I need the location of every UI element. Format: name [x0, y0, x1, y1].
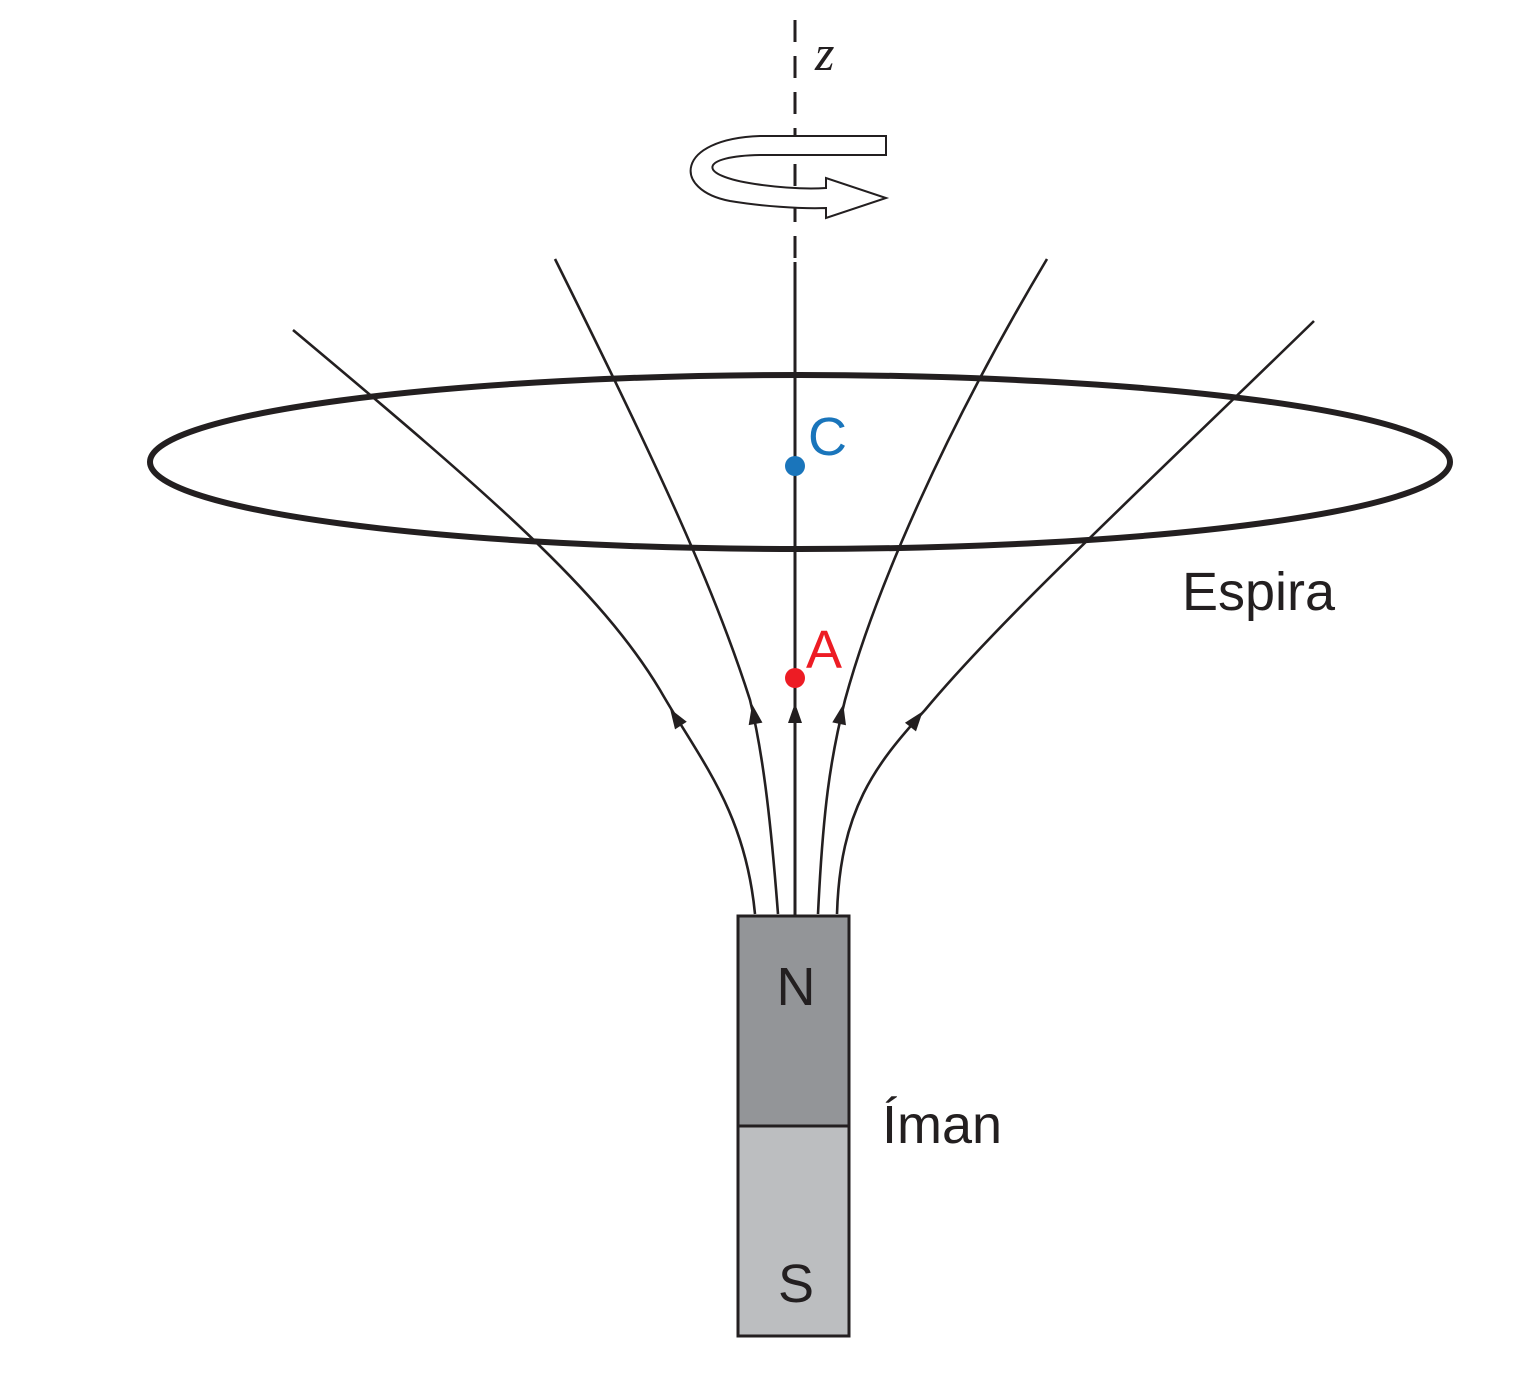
- magnet-south-pole: [736, 1124, 851, 1338]
- north-pole-label: N: [777, 957, 816, 1017]
- arrowhead-icon: [670, 708, 687, 730]
- field-line-far-right: [835, 320, 1315, 915]
- rotation-arrow-icon: [689, 135, 890, 220]
- point-a-label: A: [806, 620, 842, 680]
- arrowhead-icon: [904, 711, 923, 732]
- point-c-dot: [785, 456, 805, 476]
- field-line-far-left: [292, 329, 757, 915]
- loop-ellipse: [147, 372, 1453, 552]
- field-lines: [292, 258, 1315, 915]
- arrowhead-icon: [748, 704, 763, 726]
- arrowhead-icon: [832, 704, 846, 726]
- point-c-label: C: [808, 407, 847, 467]
- field-line-inner-left: [553, 258, 780, 915]
- z-axis-label: z: [814, 25, 834, 81]
- arrowhead-icon: [788, 703, 802, 723]
- field-arrowheads: [670, 703, 923, 732]
- magnet-north-pole: [736, 914, 851, 1128]
- south-pole-label: S: [778, 1254, 814, 1314]
- point-a-dot: [785, 668, 805, 688]
- magnet-label: Íman: [882, 1095, 1002, 1155]
- field-line-inner-right: [816, 258, 1049, 915]
- loop-label: Espira: [1182, 562, 1336, 622]
